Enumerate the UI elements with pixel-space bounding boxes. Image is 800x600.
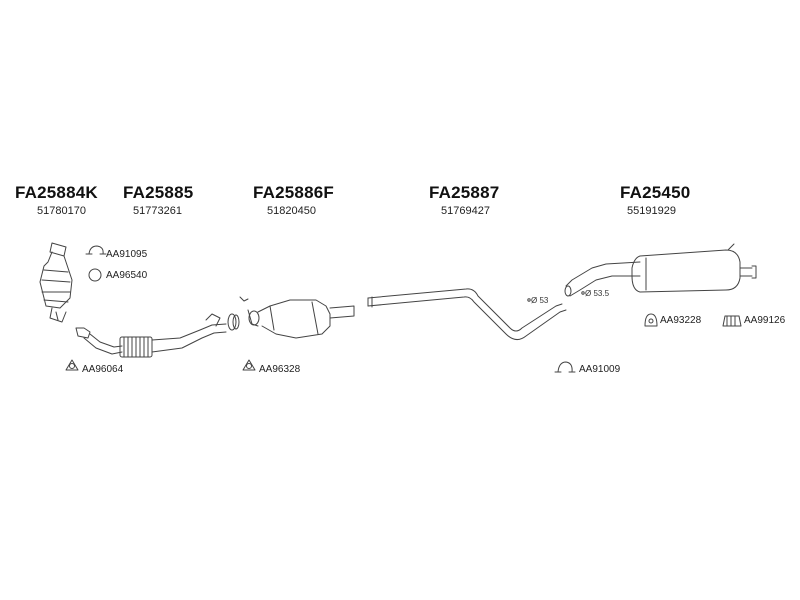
part-code-rear-silencer: FA25450 [620,183,691,202]
manifold-catalyst-icon [39,242,73,323]
oem-number-middle-pipe: 51769427 [441,205,490,217]
oem-number-catalyst: 51820450 [267,205,316,217]
fitting-label: AA99126 [744,315,786,326]
ring-seal-icon [88,268,102,282]
rubber-mount-icon [644,313,658,327]
clamp-icon [85,245,107,255]
gasket-icon [65,359,79,371]
rear-silencer-icon [564,243,757,297]
gasket-icon [242,359,256,371]
fitting-label: AA96064 [82,364,124,375]
oem-number-front-pipe: 51773261 [133,205,182,217]
part-code-catalyst: FA25886F [253,183,334,202]
oem-number-catalyst-manifold: 51780170 [37,205,86,217]
fitting-label: AA93228 [660,315,702,326]
fitting-label: AA91009 [579,364,621,375]
diameter-label: Ø 53 [531,296,549,305]
fitting-label: AA96540 [106,270,148,281]
front-pipe-icon [75,313,240,358]
part-code-front-pipe: FA25885 [123,183,194,202]
fitting-label: AA91095 [106,249,148,260]
catalytic-converter-icon [239,296,355,339]
part-code-middle-pipe: FA25887 [429,183,500,202]
rubber-hanger-icon [722,315,742,327]
diameter-label: Ø 53.5 [585,289,610,298]
fitting-label: AA96328 [259,364,301,375]
middle-pipe-icon [367,288,567,340]
oem-number-rear-silencer: 55191929 [627,205,676,217]
part-code-catalyst-manifold: FA25884K [15,183,98,202]
clamp-icon [554,361,576,373]
